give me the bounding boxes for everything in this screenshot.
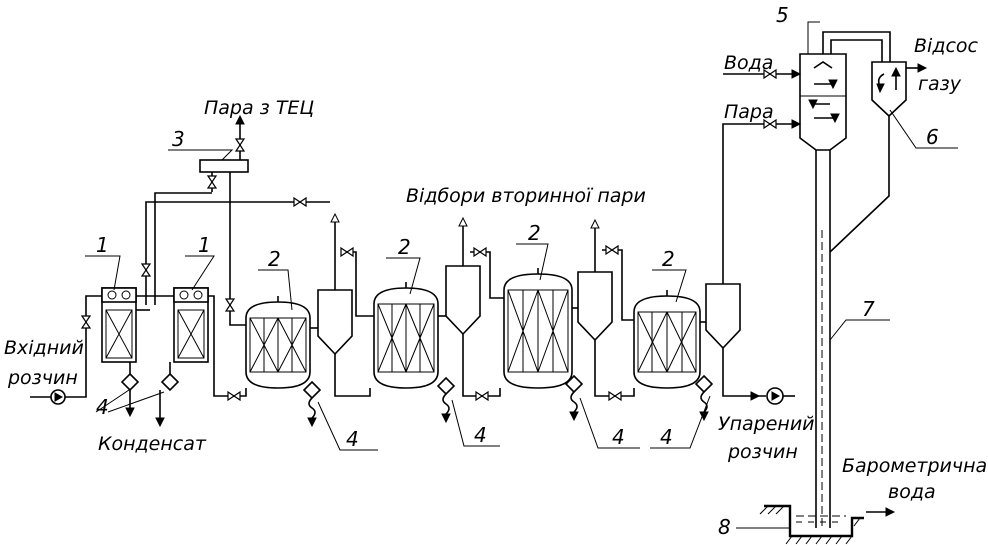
text-labels: Пара з ТЕЦ Відбори вторинної пари Вхідни… <box>4 3 987 539</box>
callout-2b: 2 <box>398 235 411 259</box>
heater-1b <box>173 287 209 363</box>
separator-d <box>705 119 800 405</box>
label-secondary-steam: Відбори вторинної пари <box>406 185 646 207</box>
label-evaporated-solution-2: розчин <box>727 441 798 463</box>
label-barometric-water-1: Барометрична <box>842 455 987 477</box>
trap-c <box>564 374 584 422</box>
evaporator-2c <box>503 268 578 389</box>
callout-4b: 4 <box>474 423 487 447</box>
label-condensate: Конденсат <box>98 433 207 455</box>
gas-separator-6 <box>829 61 928 253</box>
leader-lines <box>85 21 958 529</box>
evaporator-2d <box>633 290 706 389</box>
trap-d <box>694 374 714 422</box>
callout-7: 7 <box>862 297 875 321</box>
evaporator-2b <box>373 282 446 389</box>
callout-4a: 4 <box>346 427 359 451</box>
label-gas-suction-2: газу <box>918 73 962 95</box>
steam-distributor-3 <box>199 114 249 320</box>
evaporator-2a <box>245 296 318 389</box>
callout-5: 5 <box>776 3 789 27</box>
label-steam: Пара <box>724 101 774 123</box>
trap-b <box>436 376 456 424</box>
callout-1b: 1 <box>198 233 211 257</box>
label-steam-from-chp: Пара з ТЕЦ <box>204 97 314 119</box>
steam-header <box>141 192 330 326</box>
callout-2a: 2 <box>268 247 281 271</box>
separator-a <box>317 212 374 397</box>
label-input-solution-2: розчин <box>7 367 78 389</box>
callout-6: 6 <box>926 125 939 149</box>
barometric-pipe-7 <box>815 150 831 528</box>
callout-4-pair: 4 <box>96 395 109 419</box>
callout-4c: 4 <box>612 425 625 449</box>
hot-well-8 <box>759 504 896 545</box>
callout-8: 8 <box>718 515 731 539</box>
callout-3: 3 <box>172 127 185 151</box>
callout-4d: 4 <box>660 425 673 449</box>
trap-a <box>302 380 322 428</box>
label-barometric-water-2: вода <box>888 481 936 503</box>
label-gas-suction-1: Відсос <box>914 35 979 57</box>
label-evaporated-solution-1: Упарений <box>718 413 815 435</box>
callout-2d: 2 <box>662 247 675 271</box>
separator-c <box>577 218 635 401</box>
callout-2c: 2 <box>528 221 541 245</box>
trap-pair-heaters <box>120 362 180 428</box>
callout-1a: 1 <box>96 233 109 257</box>
label-input-solution-1: Вхідний <box>4 337 84 359</box>
separator-b <box>445 216 504 401</box>
heater-1a <box>101 287 137 363</box>
input-solution-line <box>30 295 247 405</box>
label-water: Вода <box>724 52 773 74</box>
barometric-condenser-5 <box>723 31 891 151</box>
